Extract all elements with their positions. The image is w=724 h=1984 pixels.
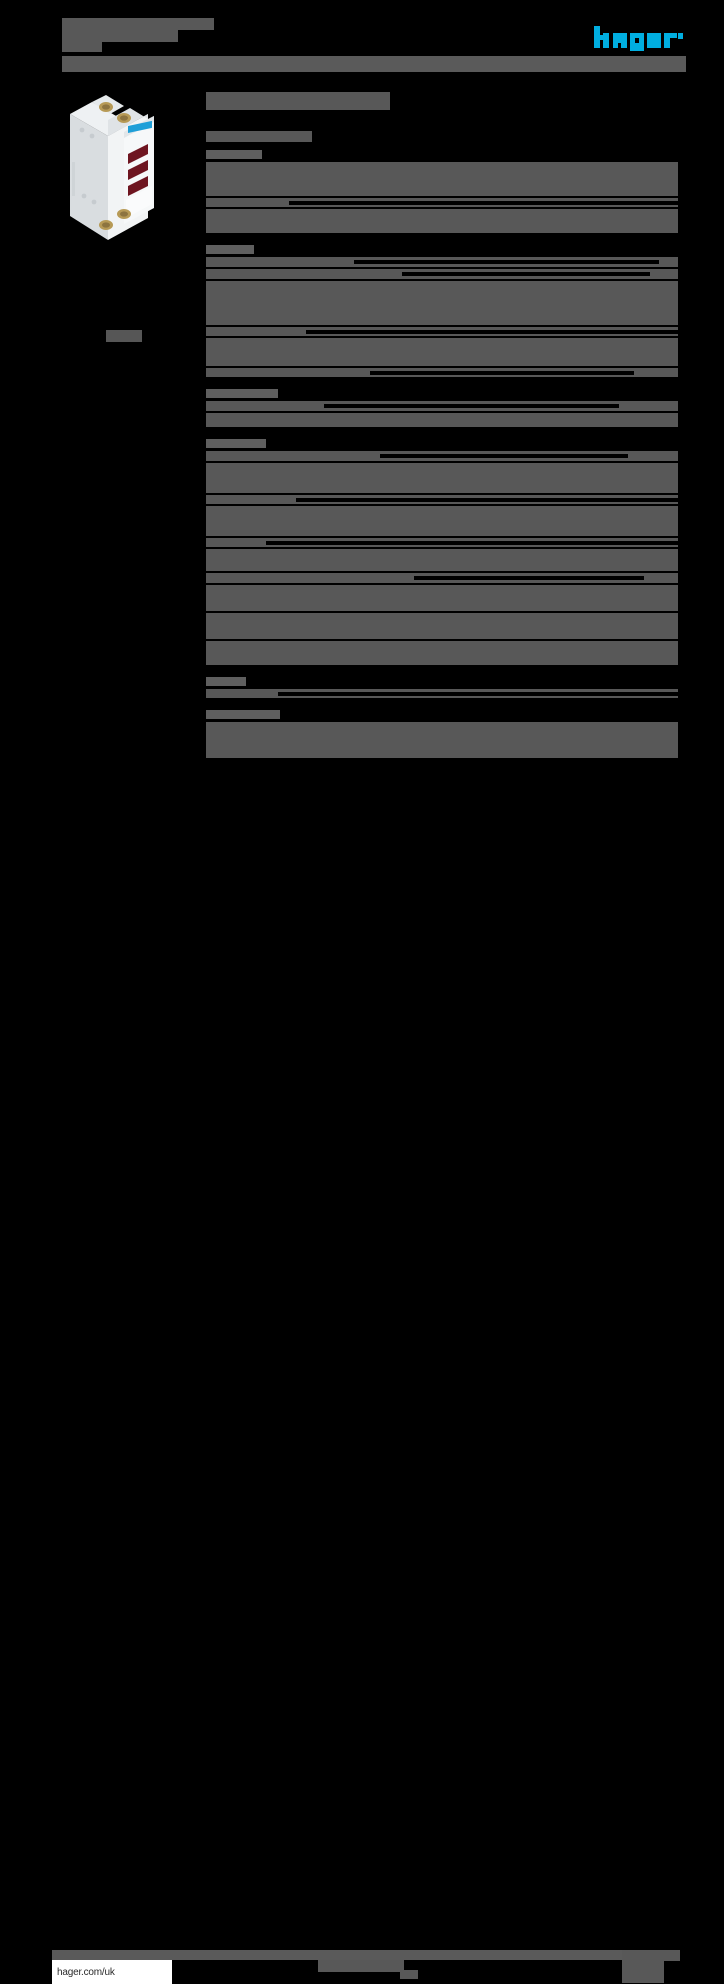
section-heading <box>206 439 266 448</box>
spec-row-leader <box>414 576 644 580</box>
section-heading <box>206 245 254 254</box>
spec-row-label <box>206 198 262 207</box>
spec-row-label <box>206 269 384 279</box>
spec-row-label <box>206 257 336 267</box>
spec-row-label <box>206 573 396 583</box>
spec-row-value <box>206 281 678 325</box>
footer-page-label <box>622 1950 680 1961</box>
page-footer: hager.com/uk <box>0 972 724 1984</box>
hager-logo[interactable] <box>594 26 686 52</box>
section-heading <box>206 710 280 719</box>
footer-url[interactable]: hager.com/uk <box>52 1960 172 1984</box>
header-title-line-1 <box>62 18 214 30</box>
spec-row-label <box>206 495 278 504</box>
page-subtitle <box>206 131 312 142</box>
spec-row-leader <box>354 260 659 264</box>
header-rule-bar <box>62 56 662 72</box>
left-column <box>52 88 192 342</box>
spec-row-label <box>206 401 306 411</box>
header-title-line-2 <box>62 30 178 42</box>
spec-row-leader <box>380 454 628 458</box>
spec-row-value <box>206 722 678 758</box>
spec-row-leader <box>296 498 696 502</box>
section-heading <box>206 677 246 686</box>
footer-center-text <box>318 1960 404 1972</box>
spec-row-value <box>206 413 678 427</box>
spec-row-leader <box>370 371 634 375</box>
spec-row-label <box>206 689 260 698</box>
spec-row-value <box>206 613 678 639</box>
header-logo-underbar <box>594 56 686 72</box>
spec-row-label <box>206 538 248 547</box>
footer-center-sub <box>400 1970 418 1979</box>
footer-rule <box>52 1950 672 1960</box>
product-photo <box>62 92 172 250</box>
footer-page-number <box>622 1961 664 1983</box>
spec-row-value <box>206 585 678 611</box>
spec-row-leader <box>306 330 696 334</box>
spec-row-value <box>206 506 678 536</box>
spec-row-leader <box>266 541 696 545</box>
section-heading <box>206 150 262 159</box>
spec-row-value <box>206 549 678 571</box>
spec-row-label <box>206 451 362 461</box>
spec-row-value <box>206 162 678 196</box>
header-title-line-3 <box>62 42 102 52</box>
spec-row-leader <box>324 404 619 408</box>
page-header <box>0 0 724 84</box>
product-caption <box>106 330 142 342</box>
spec-row-leader <box>278 692 696 696</box>
spec-row-label <box>206 327 288 336</box>
spec-row-value <box>206 338 678 366</box>
spec-row-leader <box>289 201 696 205</box>
section-heading <box>206 389 278 398</box>
spec-row-leader <box>402 272 650 276</box>
spec-row-value <box>206 209 678 233</box>
spec-row-value <box>206 641 678 665</box>
footer-url-text: hager.com/uk <box>57 1966 115 1978</box>
page-title <box>206 92 390 110</box>
spec-row-label <box>206 368 352 377</box>
spec-row-value <box>206 463 678 493</box>
